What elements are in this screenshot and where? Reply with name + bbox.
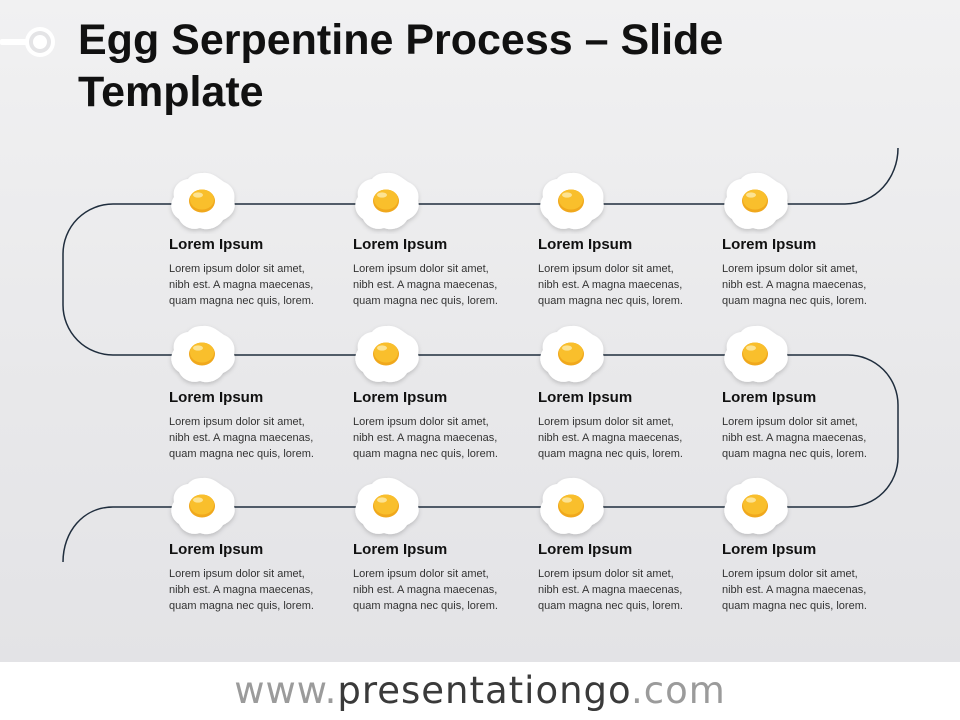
fried-egg-icon bbox=[719, 168, 793, 234]
step-title: Lorem Ipsum bbox=[353, 389, 448, 406]
step-title: Lorem Ipsum bbox=[353, 541, 448, 558]
step-description: Lorem ipsum dolor sit amet, nibh est. A … bbox=[353, 416, 498, 460]
slide-title: Egg Serpentine Process – Slide Template bbox=[78, 16, 724, 116]
fried-egg-icon bbox=[535, 321, 609, 387]
step-description: Lorem ipsum dolor sit amet, nibh est. A … bbox=[722, 568, 867, 612]
step-title: Lorem Ipsum bbox=[353, 236, 448, 253]
step-title: Lorem Ipsum bbox=[722, 389, 817, 406]
fried-egg-icon bbox=[166, 168, 240, 234]
step-title: Lorem Ipsum bbox=[169, 236, 264, 253]
step-description: Lorem ipsum dolor sit amet, nibh est. A … bbox=[353, 263, 498, 307]
pin-icon bbox=[0, 27, 55, 57]
step-description: Lorem ipsum dolor sit amet, nibh est. A … bbox=[722, 263, 867, 307]
serpentine-path bbox=[62, 147, 899, 563]
fried-egg-icon bbox=[719, 473, 793, 539]
fried-egg-icon bbox=[350, 168, 424, 234]
fried-egg-icon bbox=[535, 168, 609, 234]
footer-suffix: .com bbox=[631, 669, 726, 712]
fried-egg-icon bbox=[166, 473, 240, 539]
footer-prefix: www. bbox=[234, 669, 338, 712]
step-description: Lorem ipsum dolor sit amet, nibh est. A … bbox=[722, 416, 867, 460]
fried-egg-icon bbox=[535, 473, 609, 539]
step-description: Lorem ipsum dolor sit amet, nibh est. A … bbox=[169, 568, 314, 612]
step-title: Lorem Ipsum bbox=[538, 541, 633, 558]
fried-egg-icon bbox=[350, 321, 424, 387]
fried-egg-icon bbox=[350, 473, 424, 539]
step-title: Lorem Ipsum bbox=[722, 236, 817, 253]
step-title: Lorem Ipsum bbox=[722, 541, 817, 558]
step-title: Lorem Ipsum bbox=[538, 389, 633, 406]
step-description: Lorem ipsum dolor sit amet, nibh est. A … bbox=[169, 263, 314, 307]
step-title: Lorem Ipsum bbox=[169, 389, 264, 406]
step-title: Lorem Ipsum bbox=[169, 541, 264, 558]
step-title: Lorem Ipsum bbox=[538, 236, 633, 253]
footer: www.presentationgo.com bbox=[0, 662, 960, 720]
step-description: Lorem ipsum dolor sit amet, nibh est. A … bbox=[538, 263, 683, 307]
step-description: Lorem ipsum dolor sit amet, nibh est. A … bbox=[538, 568, 683, 612]
slide: Egg Serpentine Process – Slide Template … bbox=[0, 0, 960, 662]
step-description: Lorem ipsum dolor sit amet, nibh est. A … bbox=[538, 416, 683, 460]
fried-egg-icon bbox=[166, 321, 240, 387]
footer-brand: presentationgo bbox=[337, 669, 632, 712]
step-description: Lorem ipsum dolor sit amet, nibh est. A … bbox=[169, 416, 314, 460]
fried-egg-icon bbox=[719, 321, 793, 387]
step-description: Lorem ipsum dolor sit amet, nibh est. A … bbox=[353, 568, 498, 612]
